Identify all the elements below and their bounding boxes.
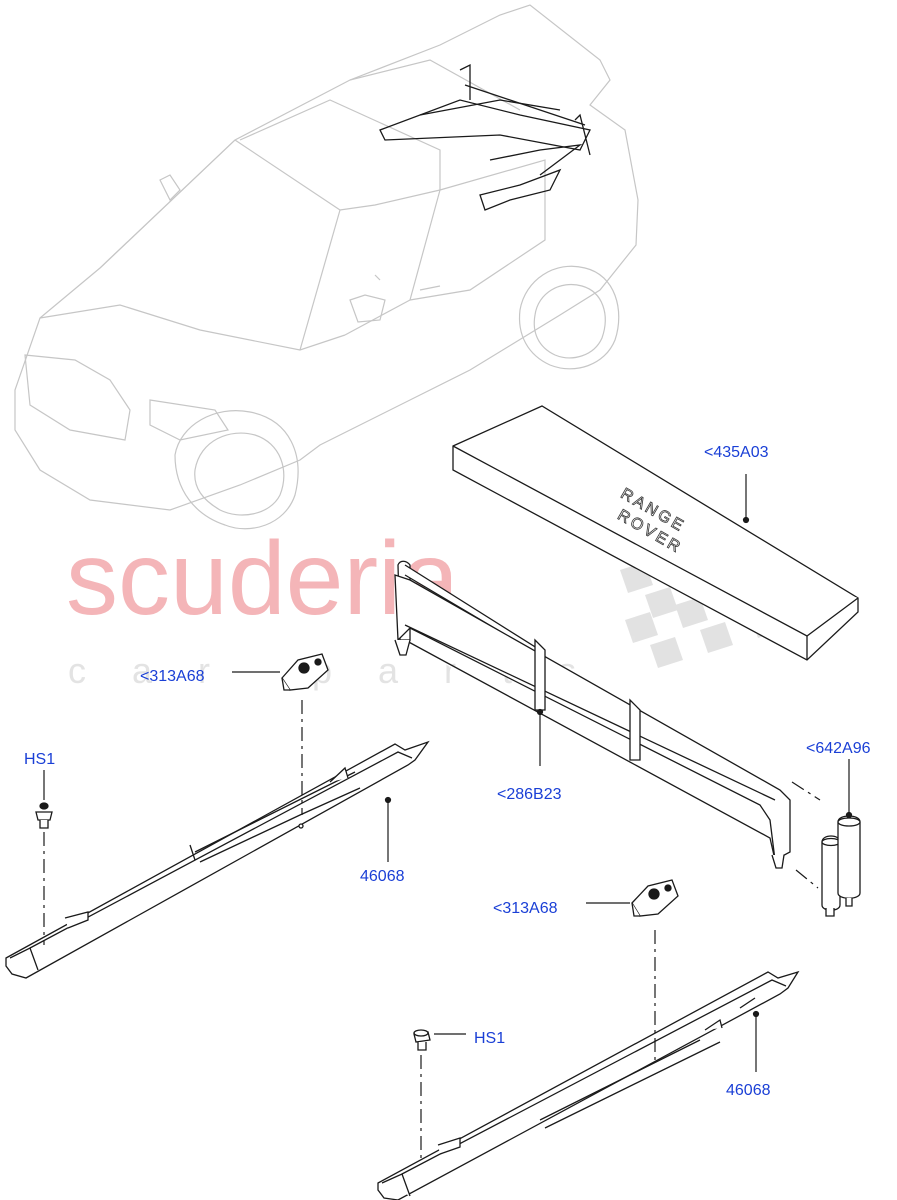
watermark-brand: scuderia — [66, 521, 460, 637]
running-board-left — [5, 740, 430, 979]
mount-part — [821, 815, 861, 917]
leader-lines — [43, 474, 853, 1072]
fastener-part-right — [413, 1029, 431, 1051]
callout-642A96[interactable]: <642A96 — [806, 740, 871, 757]
luggage-rail-part — [394, 560, 791, 869]
callout-46068-left: 46068 — [360, 868, 405, 885]
boot-panel-part — [452, 405, 859, 661]
bracket-part-left — [281, 653, 329, 691]
callout-313A68-left[interactable]: <313A68 — [140, 668, 205, 685]
fastener-part-left — [35, 802, 53, 829]
callout-HS1-right: HS1 — [474, 1030, 506, 1047]
callout-HS1-left: HS1 — [24, 751, 56, 768]
callout-313A68-right[interactable]: <313A68 — [493, 900, 558, 917]
running-board-right — [377, 970, 800, 1200]
callout-286B23[interactable]: <286B23 — [497, 786, 562, 803]
bracket-part-right — [631, 879, 679, 917]
seat-frame-on-vehicle — [379, 63, 591, 211]
callout-435A03[interactable]: <435A03 — [704, 444, 769, 461]
vehicle-outline — [14, 4, 639, 530]
callout-46068-right: 46068 — [726, 1082, 771, 1099]
assembly-lines — [43, 700, 821, 1160]
